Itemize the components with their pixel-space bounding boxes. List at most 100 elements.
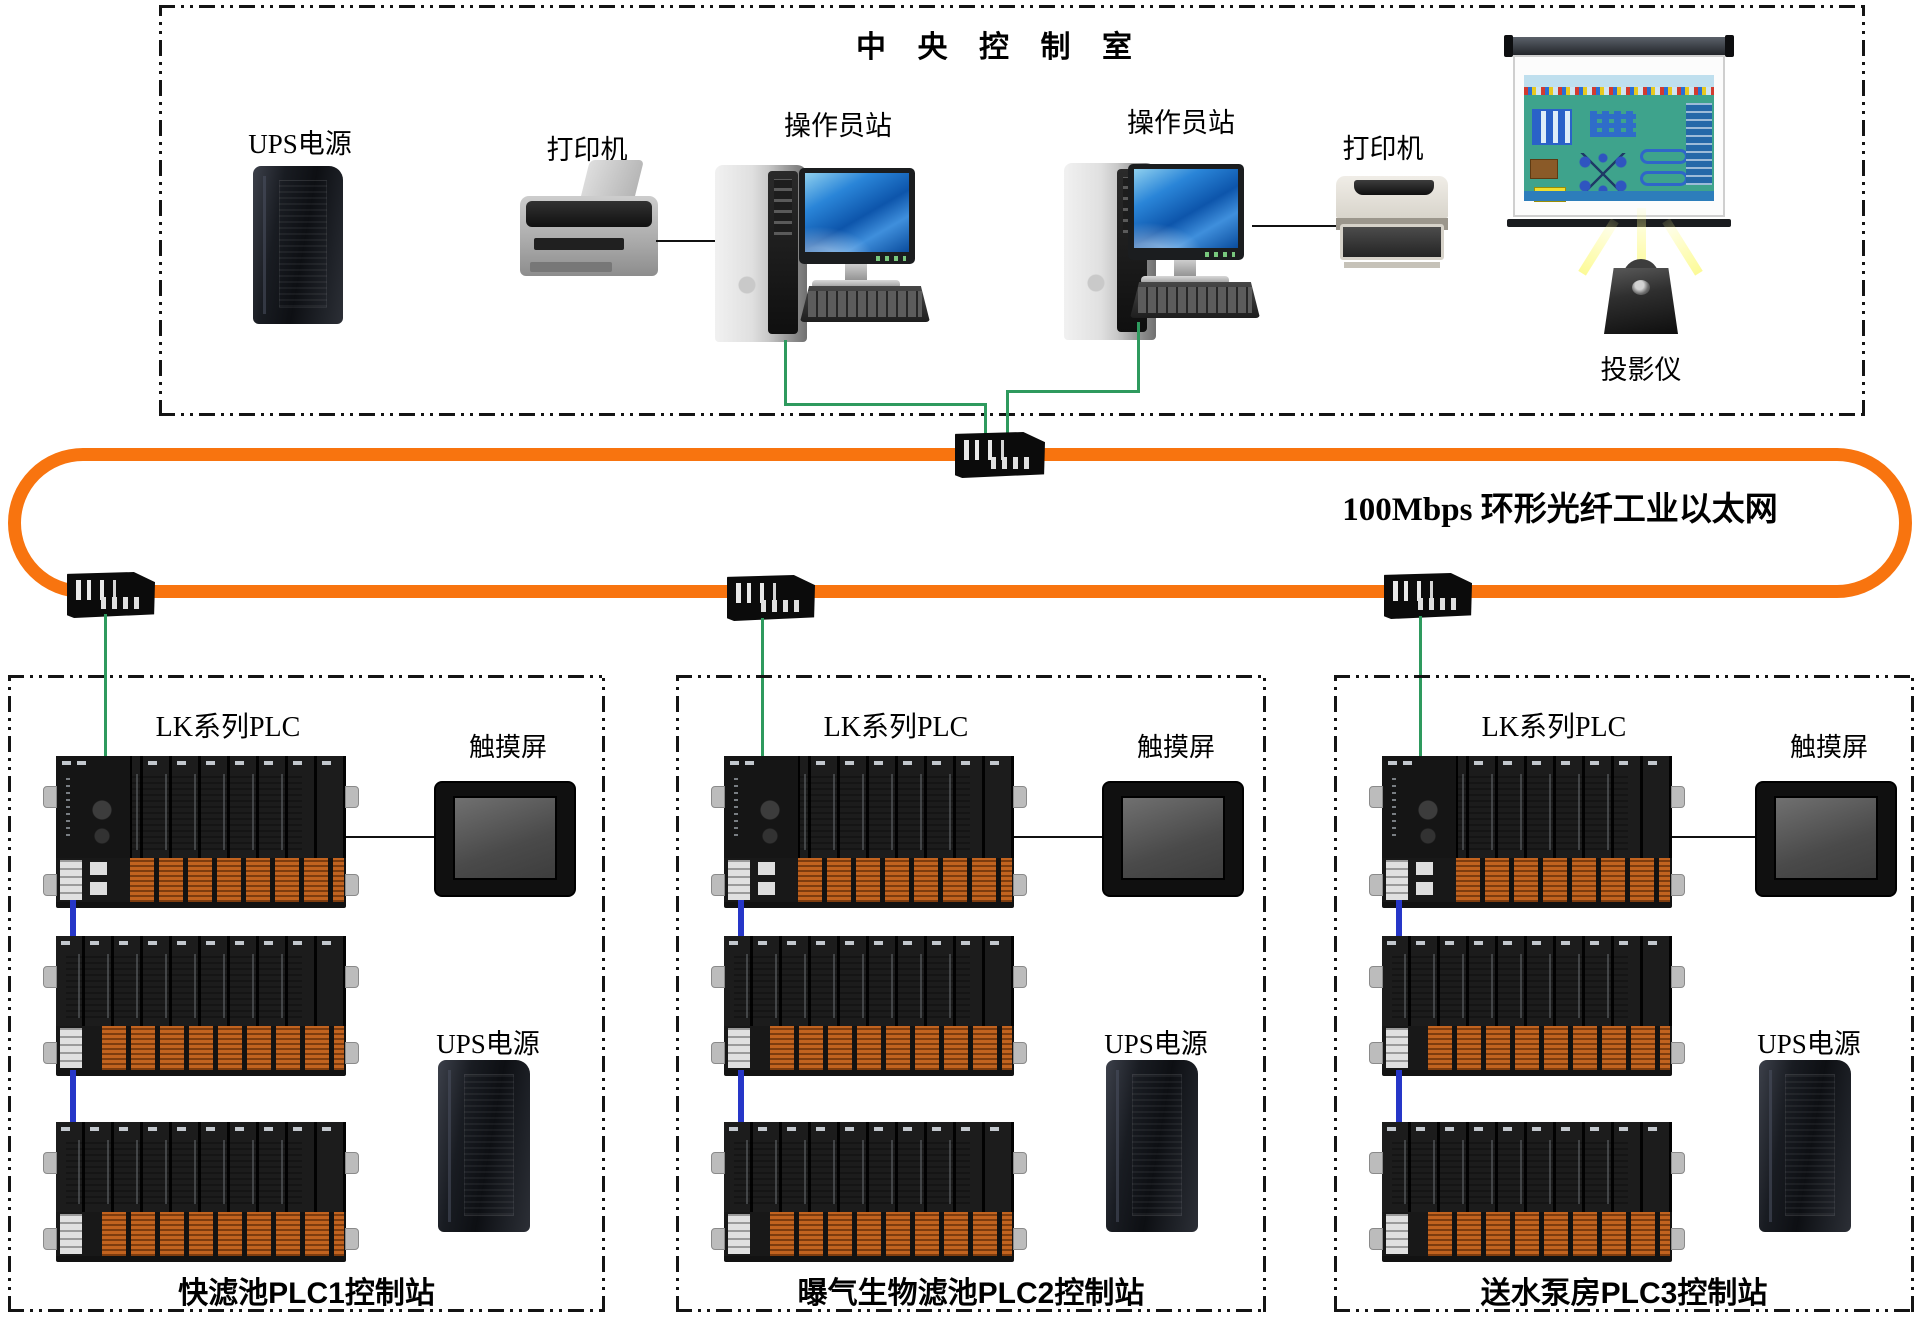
plc-station-2: LK系列PLC 触摸屏 UPS电源 曝气生物滤池PLC2控制站 [676,675,1266,1312]
cable-green [784,403,987,406]
inkjet-printer [520,160,658,276]
ups-tower-central [253,166,343,324]
ethernet-switch-top [955,432,1045,478]
screen-bottom-rail [1507,219,1731,227]
operator-right-label: 操作员站 [1127,108,1235,138]
printer-tray [1340,224,1444,260]
monitor-stand [1174,260,1196,278]
plc-series-label: LK系列PLC [1481,712,1627,743]
plc-terminal-blocks [770,1026,1012,1070]
ups-label-central: UPS电源 [248,129,352,159]
laser-printer [1336,176,1448,268]
workstation-right-monitor [1128,164,1244,260]
box-border-top [159,5,1865,8]
monitor-base [1141,276,1229,285]
cable-green [984,403,987,445]
box-border-left [159,5,162,416]
plc-terminal-blocks [1428,1026,1670,1070]
projector-label: 投影仪 [1600,355,1682,385]
cable-blue [1396,900,1402,938]
projector-beam [1637,208,1646,274]
plc-cpu-module [56,756,132,858]
touchscreen-panel [1104,783,1242,895]
cable-touchscreen [346,836,436,838]
operator-left-label: 操作员站 [784,111,892,141]
printer-output-slot [534,238,624,250]
ups-tower [1106,1060,1198,1232]
plc-series-label: LK系列PLC [823,712,969,743]
scada-mimic-display [1524,75,1714,202]
workstation-left-keyboard [800,286,930,322]
printer-lid [526,201,652,227]
plc-series-label: LK系列PLC [155,712,301,743]
plc-rack-expansion [1369,936,1685,1076]
cable-green [104,614,107,758]
plc-rack-main [711,756,1027,908]
plc-cpu-module [724,756,800,858]
scada-data-panel [1686,103,1712,185]
plc-rack-expansion [711,1122,1027,1262]
scada-brown-unit [1530,159,1558,179]
printer-base [1344,262,1440,268]
touchscreen-label: 触摸屏 [1136,733,1215,762]
monitor-screen [805,173,909,252]
cable-printer-left [656,240,718,242]
cable-printer-right [1252,225,1338,227]
station-name: 曝气生物滤池PLC2控制站 [797,1277,1145,1310]
monitor-base [812,280,900,289]
box-border-right [1862,5,1865,416]
plc-cpu-module [1382,756,1458,858]
plc-rack-expansion [711,936,1027,1076]
cable-green [1006,390,1140,393]
ups-tower [438,1060,530,1232]
workstation-left-monitor [799,168,915,264]
plc-station-1: LK系列PLC 触摸屏 UPS电源 快滤池PLC1控制站 [8,675,605,1312]
cable-green [1006,390,1009,445]
central-room-title: 中 央 控 制 室 [856,31,1144,64]
box-border-bottom [159,413,1865,416]
plc-rack-expansion [1369,1122,1685,1262]
plc-rack-main [43,756,359,908]
workstation-right-keyboard [1130,282,1260,318]
plc-rack-expansion [43,936,359,1076]
touchscreen-label: 触摸屏 [468,733,547,762]
scada-coil [1640,171,1688,186]
touchscreen-label: 触摸屏 [1789,733,1868,762]
ups-label: UPS电源 [1104,1029,1208,1059]
cable-blue [70,1070,76,1122]
station-name: 送水泵房PLC3控制站 [1480,1277,1768,1310]
touchscreen-panel [436,783,574,895]
plc-rack-main [1369,756,1685,908]
plc-terminal-blocks [130,858,344,902]
touchscreen-panel [1757,783,1895,895]
plc-terminal-blocks [102,1212,344,1256]
cable-green [1137,322,1140,393]
ethernet-switch-station3 [1384,573,1472,619]
projection-screen [1504,35,1734,227]
cable-blue [738,900,744,938]
cable-green [1419,616,1422,758]
scada-filter-tanks [1532,109,1572,145]
cable-green [761,618,764,758]
plc-terminal-blocks [1456,858,1670,902]
cable-blue [70,900,76,938]
scada-valve-grid [1590,111,1636,137]
printer-right-label: 打印机 [1342,134,1424,164]
printer-output-slot [1354,180,1434,195]
ups-label: UPS电源 [436,1029,540,1059]
plc-terminal-blocks [770,1212,1012,1256]
projector-lens [1632,280,1650,295]
scada-coil [1640,149,1688,164]
plc-rack-expansion [43,1122,359,1262]
cable-touchscreen [1672,836,1757,838]
ethernet-switch-station1 [67,572,155,618]
cable-touchscreen [1014,836,1104,838]
screen-canvas [1513,55,1725,217]
plc-terminal-blocks [798,858,1012,902]
ring-network-label: 100Mbps 环形光纤工业以太网 [1342,492,1778,528]
cable-blue [738,1070,744,1122]
ups-tower [1759,1060,1851,1232]
printer-tray [530,262,612,272]
scada-pump-hub [1576,153,1630,195]
